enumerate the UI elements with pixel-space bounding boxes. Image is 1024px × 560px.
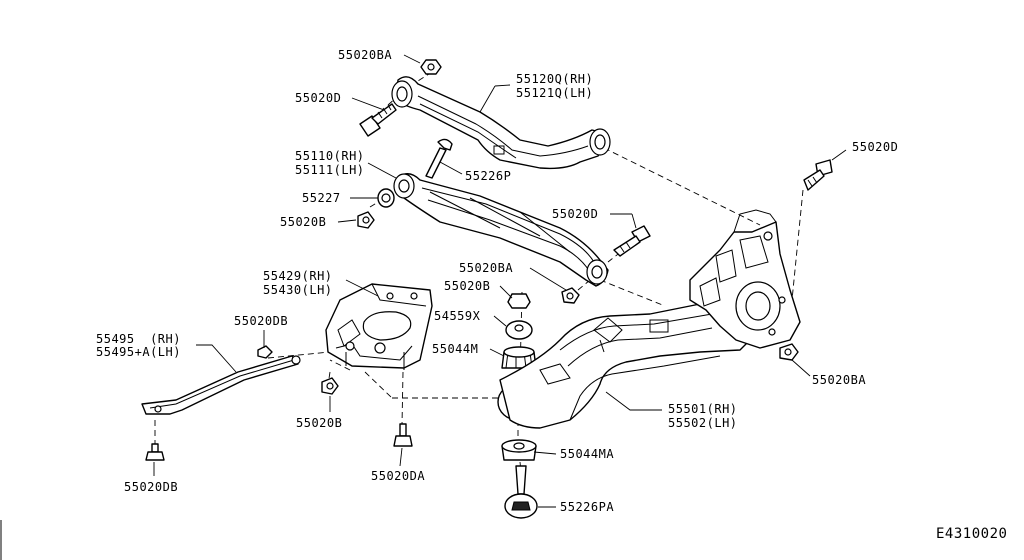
- leader-lines: [153, 54, 847, 508]
- label-member-lh: 55502(LH): [668, 416, 738, 430]
- label-arm-lower-rh: 55110(RH): [295, 149, 365, 163]
- label-bushing-55227: 55227: [302, 191, 341, 205]
- label-arm-upper-lh: 55121Q(LH): [516, 86, 593, 100]
- label-bolt-55226pa: 55226PA: [560, 500, 614, 514]
- label-bolt-55020ba-top: 55020BA: [338, 48, 392, 62]
- nut-55020b-left-icon: [357, 211, 375, 229]
- bolt-55020d-mid-icon: [613, 225, 651, 257]
- label-nut-55020b-left: 55020B: [280, 215, 326, 229]
- link-rod-55495: [141, 355, 301, 415]
- upper-control-arm: [391, 76, 611, 170]
- bolt-55226p-icon: [425, 138, 453, 179]
- label-nut-55020b-mid-top: 55020B: [444, 279, 490, 293]
- bolt-55020db-bottom-icon: [145, 443, 165, 461]
- label-bracket-rh: 55429(RH): [263, 269, 333, 283]
- label-bracket-lh: 55430(LH): [263, 283, 333, 297]
- bolt-55020d-left-icon: [359, 103, 397, 137]
- washer-54559x-icon: [505, 320, 533, 340]
- hardware-left-lower: [145, 345, 413, 461]
- nut-55020ba-mid-icon: [561, 287, 580, 304]
- bolt-55020db-top-icon: [257, 345, 273, 359]
- label-arm-lower-lh: 55111(LH): [295, 163, 365, 177]
- label-bolt-55020db-bottom: 55020DB: [124, 480, 178, 494]
- label-arm-upper-rh: 55120Q(RH): [516, 72, 593, 86]
- label-nut-55020ba-right: 55020BA: [812, 373, 866, 387]
- label-link-lh: 55495+A(LH): [96, 345, 181, 359]
- label-bolt-55020d-right: 55020D: [852, 140, 898, 154]
- hardware-top-cluster: [357, 59, 833, 304]
- label-bolt-55226p: 55226P: [465, 169, 511, 183]
- label-insulator-55044m: 55044M: [432, 342, 478, 356]
- label-insulator-55044ma: 55044MA: [560, 447, 614, 461]
- label-link-rh: 55495 (RH): [96, 332, 181, 346]
- label-bolt-55020db-top: 55020DB: [234, 314, 288, 328]
- nut-55020b-top-icon: [507, 293, 531, 309]
- bracket-55429-55430: [325, 283, 433, 370]
- bolt-55020d-right-icon: [803, 159, 833, 191]
- label-washer-54559x: 54559X: [434, 309, 481, 323]
- label-bolt-55020d-left: 55020D: [295, 91, 341, 105]
- label-bolt-55020d-mid: 55020D: [552, 207, 598, 221]
- label-member-rh: 55501(RH): [668, 402, 738, 416]
- label-nut-55020b-bottom: 55020B: [296, 416, 342, 430]
- bushing-55227-icon: [377, 188, 395, 208]
- suspension-member-55501-55502: [499, 209, 801, 429]
- diagram-id: E4310020: [936, 526, 1007, 542]
- lower-control-arm: [393, 173, 609, 287]
- insulator-55044ma-icon: [501, 439, 537, 461]
- bolt-55226pa-icon: [504, 465, 538, 519]
- label-bolt-55020da: 55020DA: [371, 469, 425, 483]
- bolt-55020da-icon: [393, 423, 413, 447]
- label-nut-55020ba-mid: 55020BA: [459, 261, 513, 275]
- nut-55020b-mid-icon: [321, 377, 339, 395]
- part-labels: 55020BA 55020D 55120Q(RH) 55121Q(LH) 551…: [96, 48, 1007, 542]
- nut-55020ba-right-icon: [779, 343, 799, 361]
